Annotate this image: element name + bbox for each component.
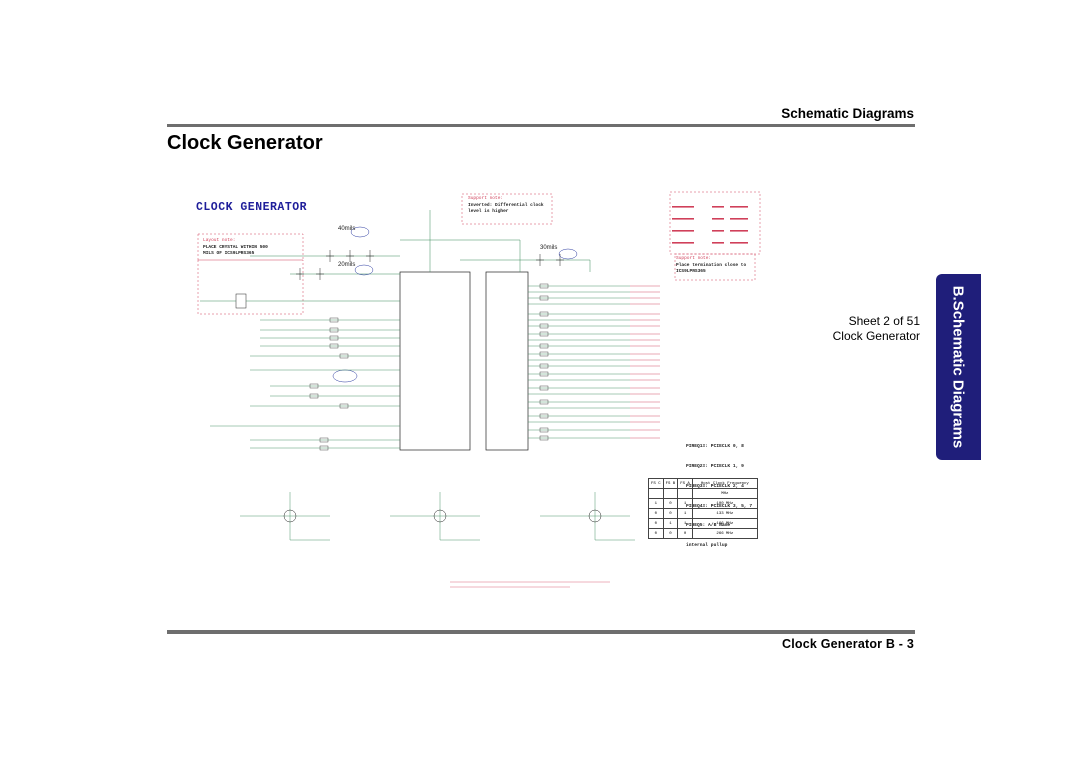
freq-table-row: 0 1 1 166 MHz [648,518,758,529]
current-label-20: 20mils [338,262,356,268]
clock-ic-left [399,271,471,451]
support-note-1-title: Support note: [468,196,504,201]
support-note-2-title: Support note: [676,256,712,261]
support-note-box-2 [674,253,756,281]
freq-table-row: 0 0 0 266 MHz [648,528,758,539]
footer-rule [167,630,915,634]
side-tab[interactable] [936,274,981,460]
pireq-note-6: internal pullup [686,543,728,549]
layout-note-text: PLACE CRYSTAL WITHIN 500 MILS OF ICS9LPR… [203,245,268,256]
support-note-box-1 [461,193,553,225]
sheet-name: Clock Generator [832,329,920,343]
section-title: Schematic Diagrams [781,106,914,121]
layout-note-box [197,233,304,261]
sheet-info: Sheet 2 of 51 Clock Generator [740,314,920,344]
side-tab-label: B.Schematic Diagrams [949,285,967,449]
page-title: Clock Generator [167,132,323,154]
frequency-table: FS C FS B FS A Host Clock Frequency MHz … [648,478,758,539]
pireq-note-2: PIREQ2#: PCIECLK 1, 9 [686,463,744,469]
freq-table-row: 0 0 1 133 MHz [648,508,758,519]
schematic-drawing [197,191,761,588]
termination-box [669,191,761,255]
current-label-40: 40mils [338,226,356,232]
header-rule [167,124,915,127]
layout-note-title: Layout note: [203,238,236,243]
sheet-number: Sheet 2 of 51 [848,314,920,328]
pireq-note-1: PIREQ1#: PCIECLK 0, 8 [686,444,744,450]
clock-ic-right [485,271,529,451]
freq-table-header: FS C FS B FS A Host Clock Frequency [648,478,758,489]
current-label-30: 30mils [540,245,558,251]
freq-table-row: MHz [648,488,758,499]
schematic-title: CLOCK GENERATOR [196,201,308,214]
crystal-area-box [197,259,304,315]
support-note-1-text: Inverted: Differential clock level is hi… [468,203,544,214]
freq-table-row: 1 0 1 100 MHz [648,498,758,509]
footer-page-label: Clock Generator B - 3 [781,637,914,651]
support-note-2-text: Place termination close to ICS9LPRS365 [676,263,747,274]
